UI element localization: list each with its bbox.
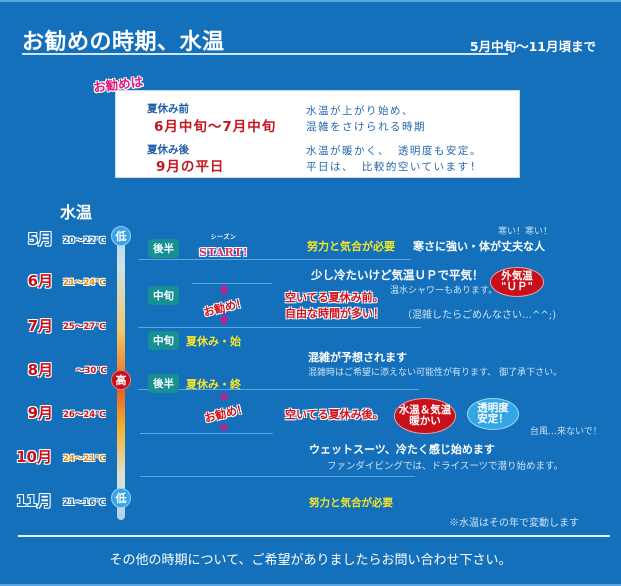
clarity-line2: 安定！ (477, 413, 509, 425)
warm-line2: 暖かい (409, 415, 441, 427)
warm-line1: 水温＆気温 (398, 403, 452, 416)
season-start-small: シーズン (210, 234, 237, 241)
arrow-stem (223, 291, 225, 297)
month-november: 11月 (16, 492, 52, 510)
footer-contact-text: その他の時期について、ご希望がありましたらお問い合わせ下さい。 (109, 553, 512, 568)
arrow-down-icon (219, 425, 229, 432)
recommend-box: 夏休み前 6月中旬～7月中旬 水温が上がり始め、 混雑をさけられる時期 夏休み後… (115, 90, 520, 178)
title-divider (22, 53, 508, 55)
recommend-note-before-1: 水温が上がり始め、 (306, 105, 414, 117)
arrow-up-icon (219, 392, 229, 399)
badge-may-late: 後半 (148, 239, 179, 258)
may-aside: 寒い！寒い！ (498, 227, 553, 237)
recommend-note-after-1: 水温が暖かく、 透明度も安定。 (306, 145, 482, 157)
low-temp-marker-bottom: 低 (111, 488, 131, 508)
month-september: 9月 (27, 404, 53, 422)
may-effort: 努力と気合が必要 (307, 240, 395, 253)
june-shower: 温水シャワーもあります。 (390, 286, 498, 296)
june-free-line2: 自由な時間が多い！ (285, 307, 384, 320)
october-headline: ウェットスーツ、冷たく感じ始めます (309, 443, 495, 456)
temp-october: 24～21℃ (63, 454, 106, 464)
separator-june-mid (192, 283, 272, 284)
temp-may: 20～22℃ (63, 236, 106, 246)
recommend-period-after: 9月の平日 (156, 159, 225, 175)
separator-july (138, 327, 421, 328)
page-title: お勧めの時期、水温 (22, 30, 225, 55)
august-headline: 混雑が予想されます (308, 351, 407, 364)
outside-temp-line1: 外気温 (501, 269, 533, 282)
temp-disclaimer: ※水温はその年で変動します (449, 518, 579, 529)
arrow-down-icon (219, 318, 229, 325)
june-headline: 少し冷たいけど気温ＵＰで平気！ (311, 268, 484, 282)
temp-july: 25～27℃ (63, 322, 106, 332)
month-october: 10月 (16, 448, 52, 466)
badge-july-mid: 中旬 (148, 331, 179, 350)
footer-divider (18, 535, 610, 537)
badge-june-mid: 中旬 (148, 286, 179, 305)
august-note: 混雑時はご希望に添えない可能性が有ります、 御了承下さい。 (308, 368, 563, 378)
clarity-line1: 透明度 (477, 401, 509, 414)
season-start-big: START! (199, 246, 249, 259)
separator-october (140, 476, 415, 477)
october-note: ファンダイビングでは、ドライスーツで潜り始めます。 (327, 461, 564, 472)
water-air-warm-badge: 水温＆気温 暖かい (394, 398, 456, 434)
badge-august-late: 後半 (148, 374, 179, 393)
low-temp-marker-top: 低 (111, 226, 131, 246)
recommend-label-before: 夏休み前 (147, 103, 189, 115)
month-may: 5月 (27, 230, 53, 248)
june-recommend-label: お勧め！ (202, 295, 249, 320)
recommend-note-before-2: 混雑をさけられる時期 (306, 121, 426, 133)
separator-may (138, 259, 411, 260)
august-summer-end: 夏休み・終 (186, 378, 241, 391)
season-range: 5月中旬～11月頃まで (469, 39, 596, 54)
temp-june: 21～24℃ (63, 278, 106, 288)
may-who: 寒さに強い・体が丈夫な人 (413, 240, 545, 253)
temp-august: ～30℃ (76, 366, 107, 376)
june-free-line1: 空いてる夏休み前。 (285, 291, 384, 304)
month-june: 6月 (27, 272, 53, 290)
september-free-line: 空いてる夏休み後。 (285, 408, 384, 421)
clarity-stable-badge: 透明度 安定！ (467, 398, 519, 430)
temp-september: 26～24℃ (63, 410, 106, 420)
season-start-logo: シーズン START! (199, 232, 248, 260)
recommend-note-after-2: 平日は、 比較的空いています! (306, 161, 478, 173)
september-recommend-label: お勧め！ (203, 401, 250, 426)
separator-september (140, 433, 273, 434)
outside-temp-line2: "ＵＰ" (501, 281, 533, 293)
month-august: 8月 (27, 361, 53, 379)
recommend-period-before: 6月中旬～7月中旬 (154, 119, 277, 135)
outside-temp-up-badge: 外気温 "ＵＰ" (490, 267, 544, 297)
november-effort: 努力と気合が必要 (309, 497, 393, 509)
temp-november: 21～16℃ (63, 498, 106, 508)
high-temp-marker: 高 (111, 370, 131, 390)
month-july: 7月 (27, 317, 53, 335)
september-aside: 台風…来ないで！ (530, 427, 602, 437)
recommend-label-after: 夏休み後 (147, 144, 189, 156)
separator-august (138, 389, 419, 390)
arrow-stem (223, 311, 225, 319)
july-summer-start: 夏休み・始 (186, 335, 241, 348)
june-apology: （混雑したらごめんなさい…^^;) (402, 310, 557, 321)
arrow-up-icon (219, 284, 229, 291)
water-temp-title: 水温 (60, 203, 93, 222)
